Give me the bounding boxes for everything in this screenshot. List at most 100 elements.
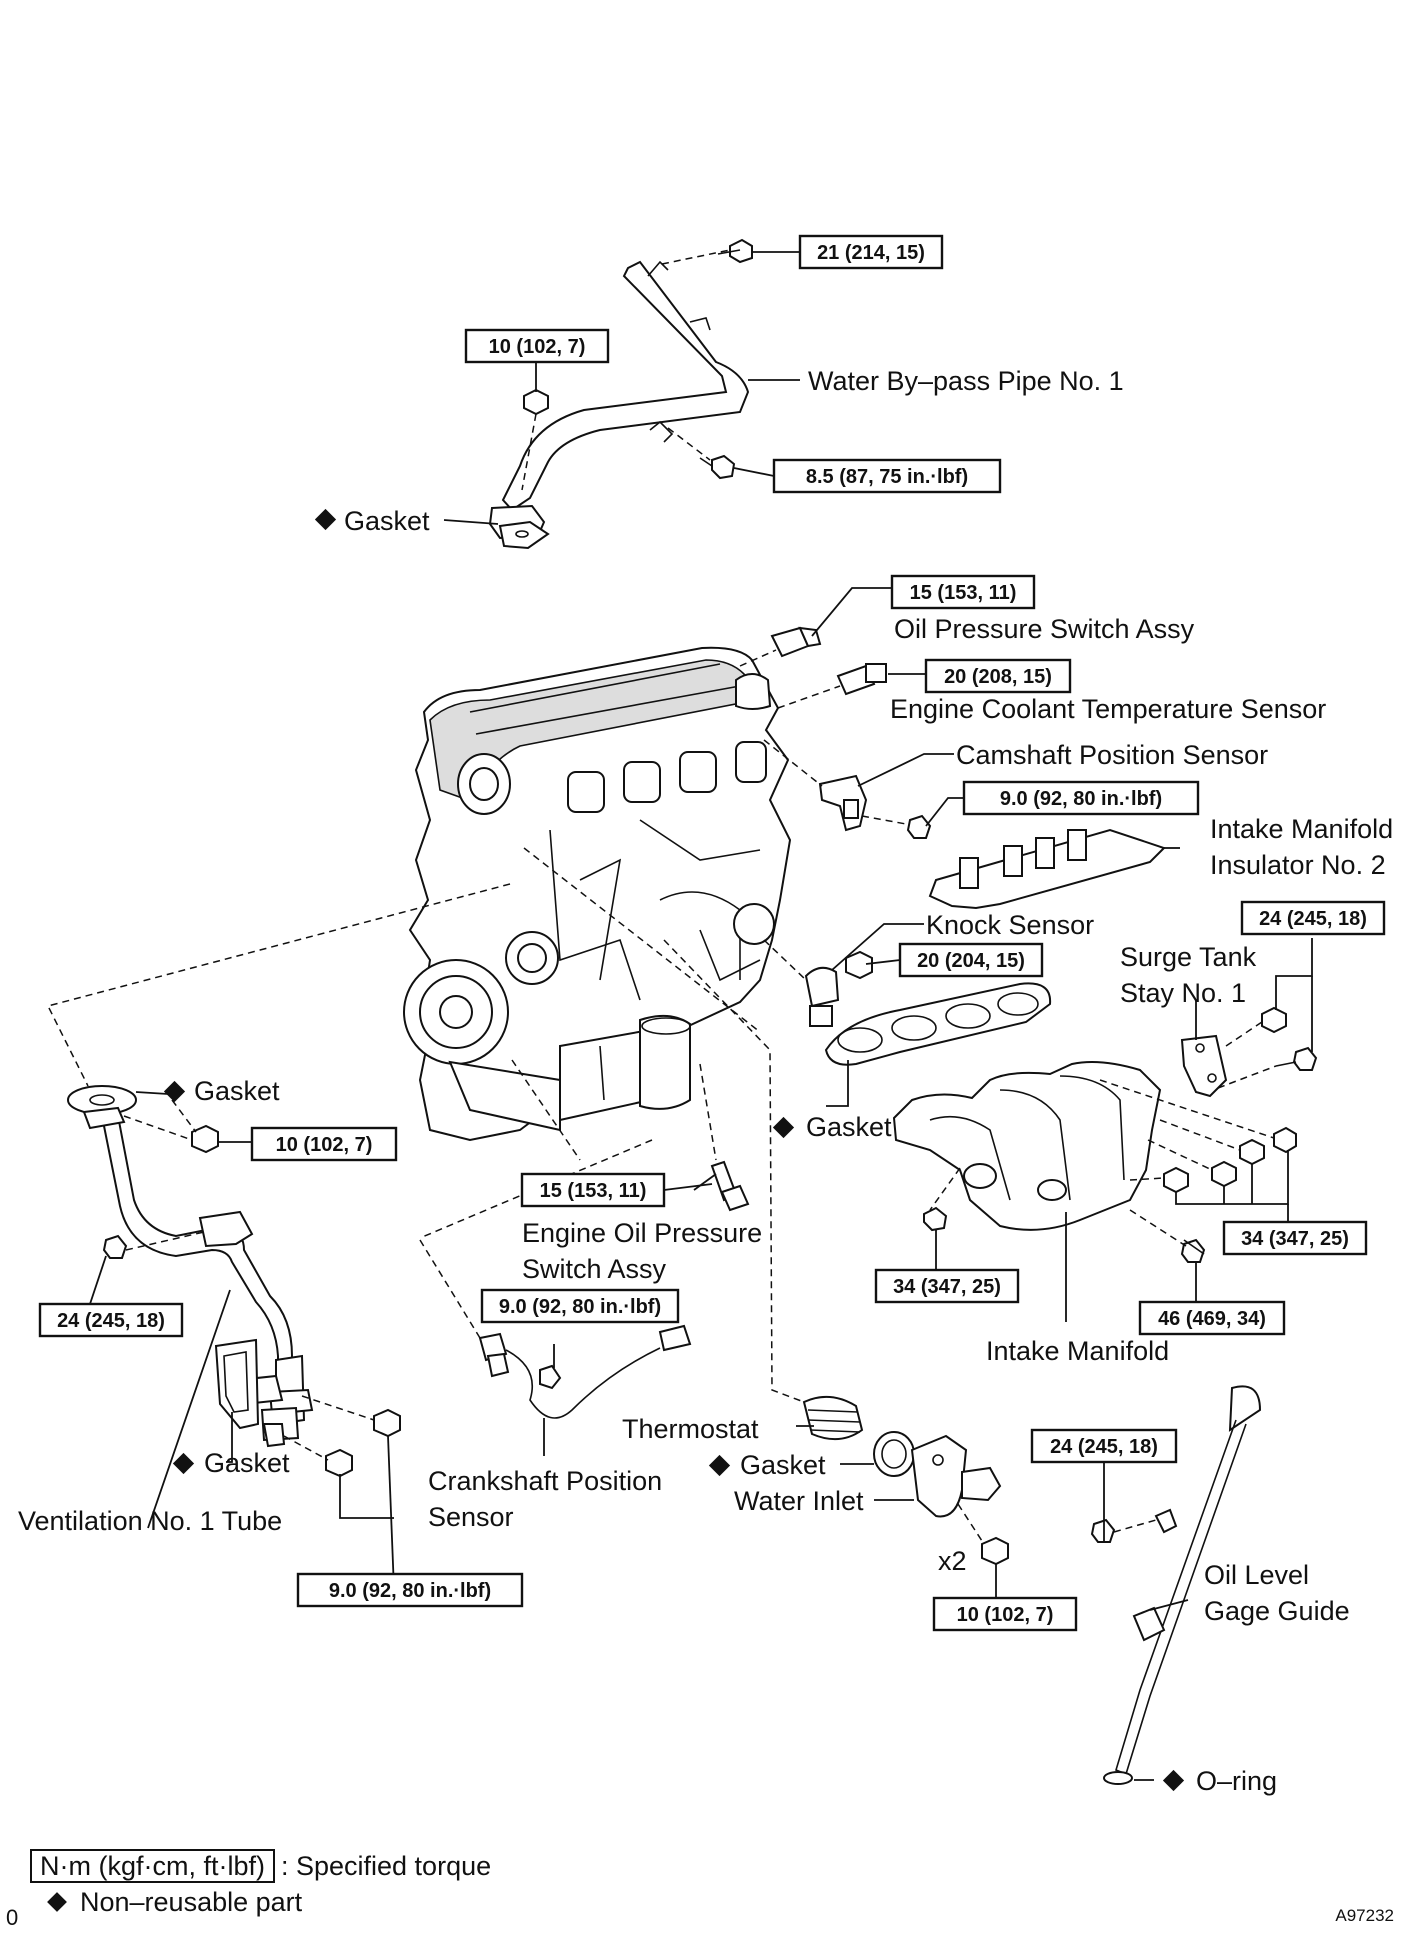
torque-pipe-nut: 10 (102, 7) [464, 328, 610, 364]
torque-manifold-46: 46 (469, 34) [1138, 1300, 1286, 1336]
legend-nonreusable-row: Non–reusable part [30, 1884, 491, 1920]
nonreusable-diamond [163, 1080, 186, 1103]
svg-text:24 (245, 18): 24 (245, 18) [1050, 1436, 1158, 1458]
vent-nuts-lower [325, 1408, 401, 1478]
label-water-inlet: Water Inlet [734, 1486, 864, 1516]
thermostat [802, 1395, 864, 1441]
label-oil-gage-line2: Gage Guide [1204, 1596, 1350, 1626]
label-oring: O–ring [1196, 1766, 1277, 1796]
label-gasket-vent: Gasket [204, 1448, 290, 1478]
torque-manifold-right: 34 (347, 25) [1222, 1220, 1368, 1256]
torque-gage: 24 (245, 18) [1030, 1428, 1178, 1464]
label-ventilation-tube: Ventilation No. 1 Tube [18, 1506, 282, 1536]
vent-gasket-lower [214, 1338, 260, 1430]
intake-manifold [892, 1061, 1162, 1231]
svg-text:8.5 (87, 75 in.·lbf): 8.5 (87, 75 in.·lbf) [806, 466, 968, 488]
camshaft-position-sensor [818, 774, 868, 832]
engine-block [403, 646, 792, 1142]
svg-text:24 (245, 18): 24 (245, 18) [1259, 908, 1367, 930]
label-oil-gage-line1: Oil Level [1204, 1560, 1309, 1590]
pipe-bolt [699, 454, 736, 480]
svg-text:9.0 (92, 80 in.·lbf): 9.0 (92, 80 in.·lbf) [329, 1580, 491, 1602]
torque-vent-nut: 10 (102, 7) [250, 1126, 398, 1162]
knock-nut [845, 950, 873, 980]
nonreusable-diamond [314, 508, 337, 531]
nonreusable-diamond [1162, 1769, 1185, 1792]
vent-bolt [102, 1234, 128, 1259]
label-coolant-temp-sensor: Engine Coolant Temperature Sensor [890, 694, 1326, 724]
label-x2: x2 [938, 1546, 967, 1576]
nonreusable-diamond [708, 1454, 731, 1477]
edge-mark: 0 [6, 1905, 19, 1930]
svg-text:10 (102, 7): 10 (102, 7) [957, 1604, 1054, 1626]
label-insulator-line2: Insulator No. 2 [1210, 850, 1386, 880]
gage-bolt [1090, 1518, 1116, 1543]
crankshaft-position-sensor [478, 1324, 692, 1419]
cam-bolt [906, 814, 932, 839]
intake-manifold-insulator [928, 828, 1166, 910]
svg-text:15 (153, 11): 15 (153, 11) [910, 582, 1017, 604]
legend: N·m (kgf·cm, ft·lbf) : Specified torque … [30, 1848, 491, 1920]
label-surge-stay-line2: Stay No. 1 [1120, 978, 1246, 1008]
torque-surge: 24 (245, 18) [1240, 900, 1386, 936]
pipe-top-bolt [717, 238, 753, 264]
torque-pipe-bolt: 8.5 (87, 75 in.·lbf) [772, 458, 1002, 494]
label-water-bypass-pipe: Water By–pass Pipe No. 1 [808, 366, 1124, 396]
oil-pressure-switch [770, 626, 822, 658]
label-gasket-top: Gasket [344, 506, 430, 536]
torque-vent-bolt: 24 (245, 18) [38, 1302, 184, 1338]
pipe-nut [523, 388, 549, 416]
legend-unit-box: N·m (kgf·cm, ft·lbf) [30, 1849, 275, 1883]
svg-text:15 (153, 11): 15 (153, 11) [540, 1180, 647, 1202]
svg-text:21 (214, 15): 21 (214, 15) [817, 242, 925, 264]
svg-text:9.0 (92, 80 in.·lbf): 9.0 (92, 80 in.·lbf) [499, 1296, 661, 1318]
label-crank-sensor-line2: Sensor [428, 1502, 514, 1532]
thermostat-gasket [873, 1431, 915, 1477]
svg-text:24 (245, 18): 24 (245, 18) [57, 1310, 165, 1332]
torque-vent-bottom: 9.0 (92, 80 in.·lbf) [296, 1572, 524, 1608]
legend-torque-row: N·m (kgf·cm, ft·lbf) : Specified torque [30, 1848, 491, 1884]
manifold-bolts [923, 1126, 1297, 1263]
knock-sensor [804, 966, 840, 1027]
svg-text:20 (204, 15): 20 (204, 15) [917, 950, 1025, 972]
torque-manifold-left: 34 (347, 25) [874, 1268, 1020, 1304]
surge-tank-stay [1180, 1006, 1318, 1098]
legend-nonreusable-text: Non–reusable part [80, 1887, 303, 1917]
svg-text:9.0 (92, 80 in.·lbf): 9.0 (92, 80 in.·lbf) [1000, 788, 1162, 810]
figure-id: A97232 [1335, 1906, 1394, 1925]
torque-cam: 9.0 (92, 80 in.·lbf) [962, 780, 1200, 816]
label-gasket-left: Gasket [194, 1076, 280, 1106]
label-crank-sensor-line1: Crankshaft Position [428, 1466, 662, 1496]
manifold-gasket [824, 982, 1052, 1066]
oil-level-gage-guide [1103, 1385, 1262, 1785]
legend-unit-text: : Specified torque [280, 1851, 492, 1881]
label-insulator-line1: Intake Manifold [1210, 814, 1393, 844]
label-knock-sensor: Knock Sensor [926, 910, 1094, 940]
water-inlet-nut [981, 1536, 1009, 1566]
label-surge-stay-line1: Surge Tank [1120, 942, 1257, 972]
torque-knock: 20 (204, 15) [898, 942, 1044, 978]
water-inlet [910, 1434, 1002, 1518]
svg-text:20 (208, 15): 20 (208, 15) [944, 666, 1052, 688]
torque-crank: 9.0 (92, 80 in.·lbf) [480, 1288, 680, 1324]
torque-pipe-top: 21 (214, 15) [798, 234, 944, 270]
label-camshaft-sensor: Camshaft Position Sensor [956, 740, 1268, 770]
label-intake-manifold: Intake Manifold [986, 1336, 1169, 1366]
torque-oil-switch: 15 (153, 11) [890, 574, 1036, 610]
nonreusable-diamond [772, 1116, 795, 1139]
label-gasket-thermostat: Gasket [740, 1450, 826, 1480]
legend-diamond-icon [47, 1892, 67, 1912]
torque-coolant: 20 (208, 15) [924, 658, 1072, 694]
svg-text:10 (102, 7): 10 (102, 7) [489, 336, 586, 358]
ventilation-tube [82, 1106, 314, 1448]
svg-text:46 (469, 34): 46 (469, 34) [1158, 1308, 1266, 1330]
vent-nut-upper [191, 1124, 219, 1154]
label-thermostat: Thermostat [622, 1414, 759, 1444]
label-engine-oil-switch-line2: Switch Assy [522, 1254, 667, 1284]
water-bypass-pipe [488, 260, 750, 550]
torque-eng-oil-switch: 15 (153, 11) [520, 1172, 666, 1208]
svg-text:10 (102, 7): 10 (102, 7) [276, 1134, 373, 1156]
label-engine-oil-switch-line1: Engine Oil Pressure [522, 1218, 762, 1248]
svg-text:34 (347, 25): 34 (347, 25) [893, 1276, 1001, 1298]
